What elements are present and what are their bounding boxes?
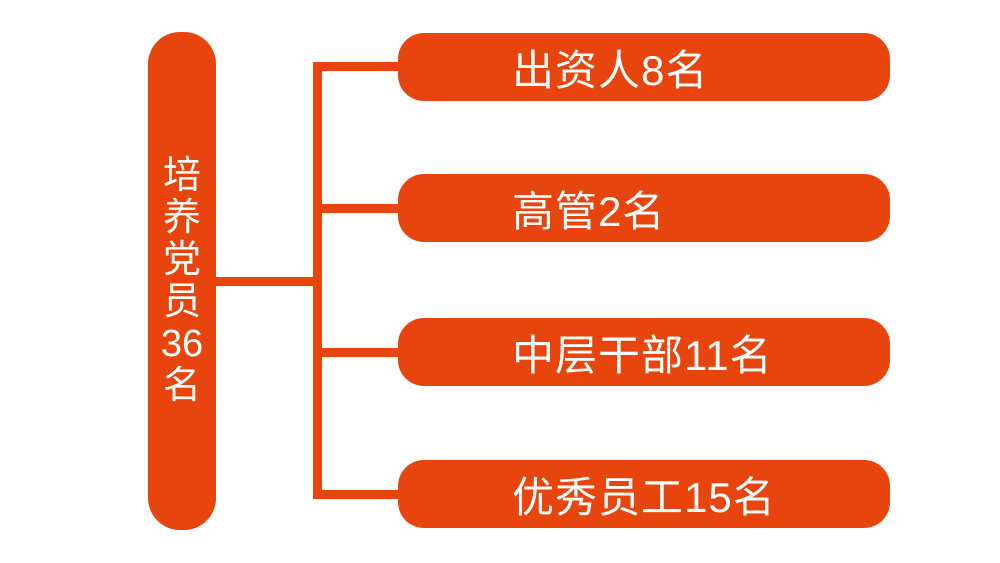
branch-node-outstanding-staff: 优秀员工15名: [398, 460, 890, 528]
root-node-label-line: 培: [162, 155, 201, 197]
connector-branch-3: [313, 348, 400, 357]
root-node: 培 养 党 员 36 名: [148, 32, 216, 530]
connector-branch-2: [313, 204, 400, 213]
connector-root-to-trunk: [212, 277, 316, 286]
root-node-label-line: 员: [162, 281, 201, 323]
branch-node-investors: 出资人8名: [398, 33, 890, 101]
connector-branch-4: [313, 490, 400, 499]
root-node-label-line: 党: [162, 239, 201, 281]
root-node-label-line: 养: [162, 197, 201, 239]
branch-node-middle-cadres: 中层干部11名: [398, 318, 890, 386]
branch-node-label: 出资人8名: [512, 46, 709, 94]
branch-node-label: 中层干部11名: [512, 331, 773, 379]
branch-node-label: 高管2名: [512, 187, 666, 235]
connector-trunk: [313, 62, 322, 499]
root-node-label-line: 36: [160, 323, 204, 365]
root-node-label-line: 名: [162, 365, 201, 407]
connector-branch-1: [313, 62, 400, 71]
branch-node-label: 优秀员工15名: [512, 473, 776, 521]
branch-node-executives: 高管2名: [398, 174, 890, 242]
